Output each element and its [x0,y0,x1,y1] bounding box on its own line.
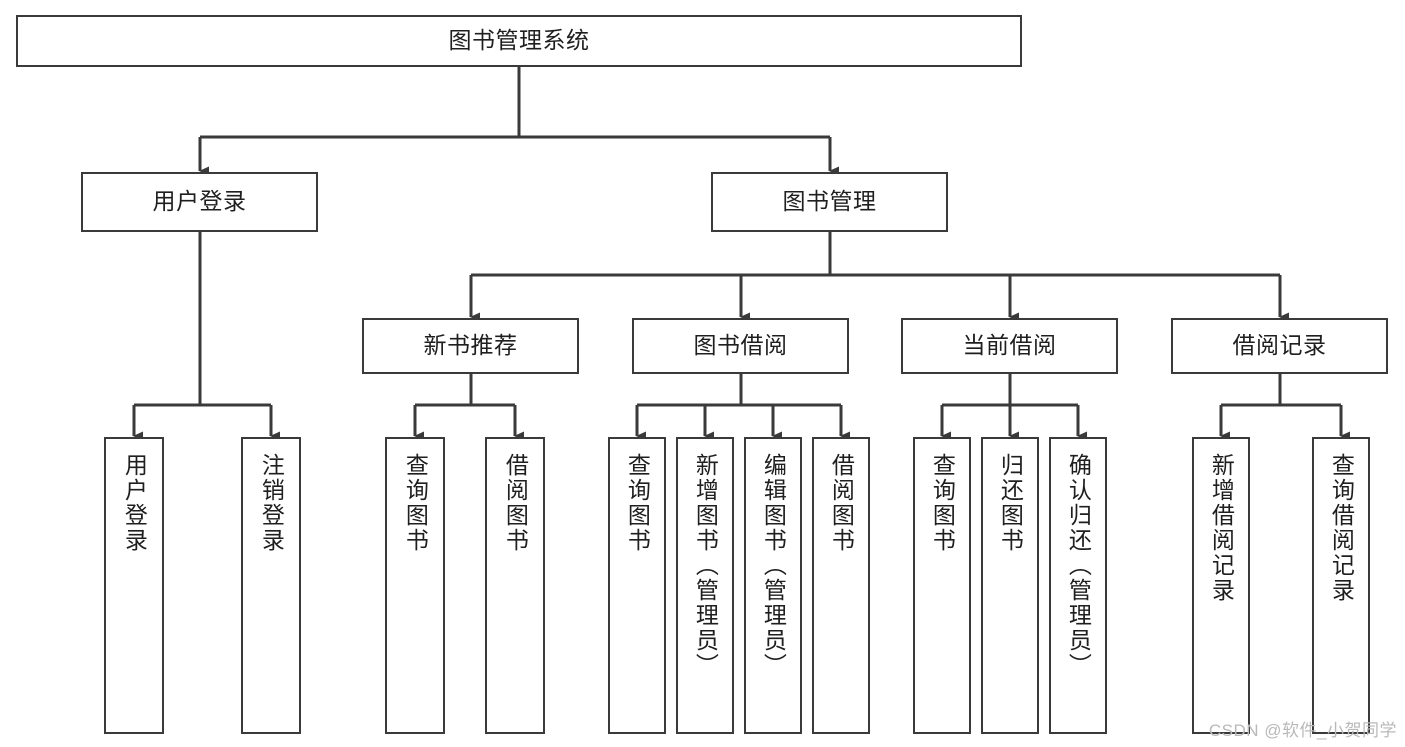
node-leaf-user-login[interactable]: 用户登录 [104,437,164,734]
node-book-manage[interactable]: 图书管理 [711,172,948,232]
node-leaf-query-borrow-record[interactable]: 查询借阅记录 [1312,437,1370,734]
node-root[interactable]: 图书管理系统 [16,15,1022,67]
node-leaf-query-book-2[interactable]: 查询图书 [608,437,666,734]
node-label: 用户登录 [152,188,247,215]
node-label: 查询图书 [624,453,651,553]
node-label: 图书管理 [782,188,877,215]
node-label: 归还图书 [997,453,1024,553]
node-label: 用户登录 [121,453,148,553]
node-label: 编辑图书（管理员） [760,453,787,678]
node-new-book-recommend[interactable]: 新书推荐 [362,318,579,374]
node-leaf-confirm-return-admin[interactable]: 确认归还（管理员） [1049,437,1107,734]
node-leaf-user-logout[interactable]: 注销登录 [241,437,301,734]
node-leaf-query-book-1[interactable]: 查询图书 [385,437,445,734]
node-label: 借阅图书 [828,453,855,553]
node-label: 注销登录 [258,453,285,553]
node-leaf-add-borrow-record[interactable]: 新增借阅记录 [1192,437,1250,734]
node-label: 查询借阅记录 [1328,453,1355,603]
node-user-login[interactable]: 用户登录 [81,172,318,232]
node-label: 确认归还（管理员） [1065,453,1092,678]
csdn-watermark: CSDN @软件_小贺同学 [1208,721,1397,740]
node-label: 新增借阅记录 [1208,453,1235,603]
node-book-borrow[interactable]: 图书借阅 [632,318,849,374]
node-label: 新书推荐 [423,332,518,359]
node-leaf-return-book[interactable]: 归还图书 [981,437,1039,734]
node-label: 图书借阅 [693,332,788,359]
node-label: 图书管理系统 [448,27,590,54]
node-label: 新增图书（管理员） [692,453,719,678]
node-leaf-borrow-book-2[interactable]: 借阅图书 [812,437,870,734]
node-leaf-borrow-book-1[interactable]: 借阅图书 [485,437,545,734]
node-label: 查询图书 [402,453,429,553]
node-label: 借阅记录 [1232,332,1327,359]
node-label: 借阅图书 [502,453,529,553]
node-label: 当前借阅 [962,332,1057,359]
node-leaf-query-book-3[interactable]: 查询图书 [913,437,971,734]
node-current-borrow[interactable]: 当前借阅 [901,318,1118,374]
node-leaf-add-book-admin[interactable]: 新增图书（管理员） [676,437,734,734]
node-leaf-edit-book-admin[interactable]: 编辑图书（管理员） [744,437,802,734]
node-borrow-record[interactable]: 借阅记录 [1171,318,1388,374]
node-label: 查询图书 [929,453,956,553]
